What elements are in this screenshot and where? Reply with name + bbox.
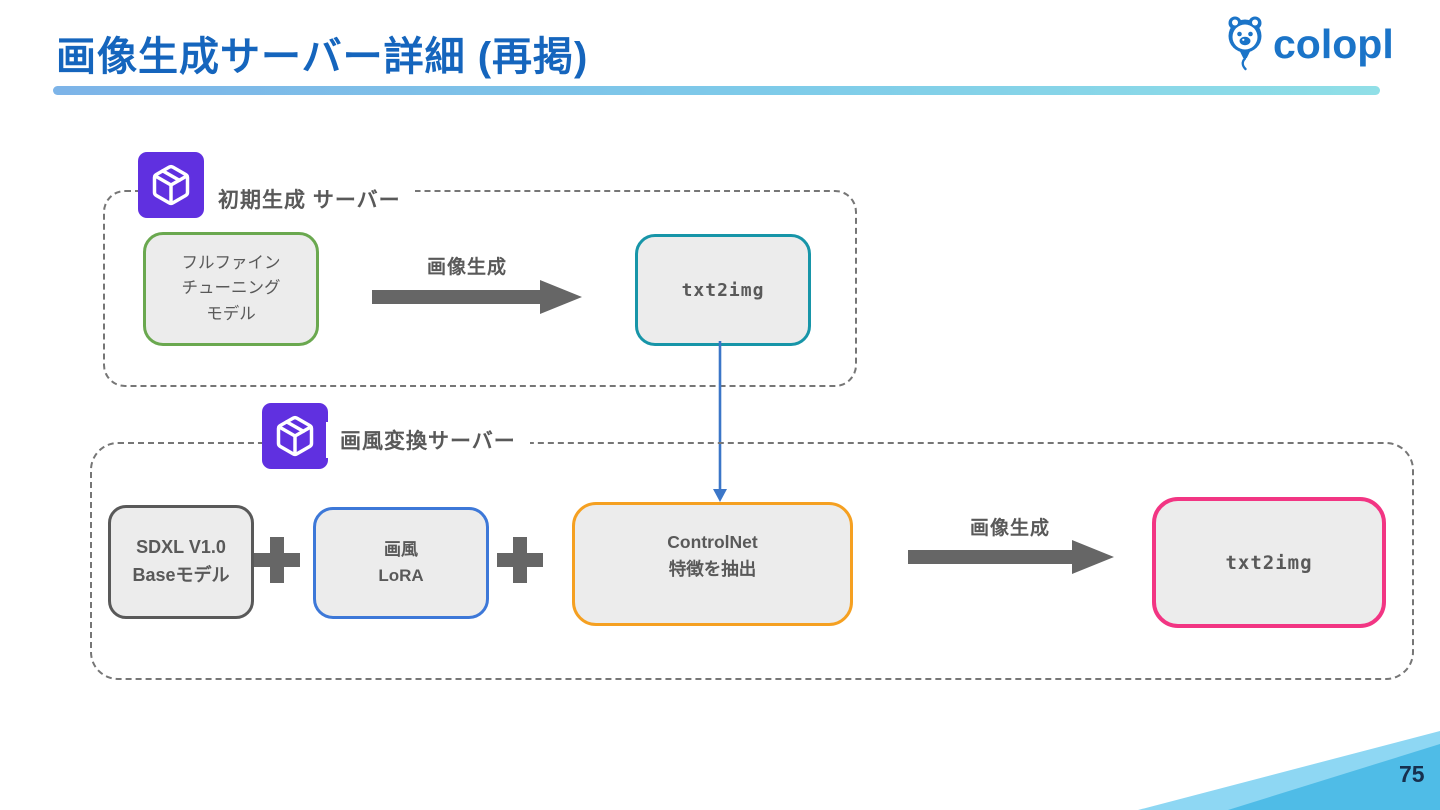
plus-icon — [497, 537, 543, 583]
sdxl-base-model-box: SDXL V1.0 Baseモデル — [108, 505, 254, 619]
corner-wedge-decoration — [1138, 731, 1440, 810]
colopl-balloon-bear-icon — [1228, 16, 1262, 71]
down-arrow-connector — [713, 341, 727, 502]
txt2img-label: txt2img — [1225, 551, 1313, 574]
txt2img-box-style: txt2img — [1152, 497, 1386, 628]
server-icon-initial — [138, 152, 204, 218]
initial-generation-server-group — [103, 190, 857, 387]
initial-server-label: 初期生成 サーバー — [204, 181, 415, 217]
style-server-label: 画風変換サーバー — [326, 422, 530, 458]
controlnet-box-line: ControlNet — [667, 531, 758, 552]
style-lora-box: 画風 LoRA — [313, 507, 489, 619]
right-arrow-icon — [908, 540, 1114, 574]
base-box-line: Baseモデル — [132, 565, 230, 585]
model-box-line: チューニング — [181, 279, 281, 298]
full-finetune-model-box: フルファイン チューニング モデル — [143, 232, 319, 346]
txt2img-box-initial: txt2img — [635, 234, 811, 346]
colopl-logo: colopl — [1222, 14, 1394, 74]
controlnet-box-line: 特徴を抽出 — [668, 559, 757, 579]
lora-box-line: LoRA — [378, 566, 424, 585]
txt2img-label: txt2img — [681, 279, 765, 301]
plus-icon — [254, 537, 300, 583]
model-box-line: フルファイン — [181, 253, 281, 272]
page-number: 75 — [1399, 761, 1425, 787]
server-icon-style — [262, 403, 328, 469]
model-box-line: モデル — [206, 304, 256, 323]
colopl-logo-text: colopl — [1273, 20, 1394, 67]
cube-icon — [152, 164, 190, 206]
style-conversion-server-group — [90, 442, 1414, 680]
cube-icon — [276, 415, 314, 457]
page-title: 画像生成サーバー詳細 (再掲) — [56, 35, 589, 79]
right-arrow-icon — [372, 280, 582, 314]
lora-box-line: 画風 — [383, 539, 418, 559]
flow-label-style: 画像生成 — [969, 518, 1050, 539]
controlnet-box: ControlNet 特徴を抽出 — [572, 502, 853, 626]
base-box-line: SDXL V1.0 — [136, 537, 226, 558]
flow-label-initial: 画像生成 — [426, 257, 507, 278]
title-underline — [53, 86, 1380, 95]
